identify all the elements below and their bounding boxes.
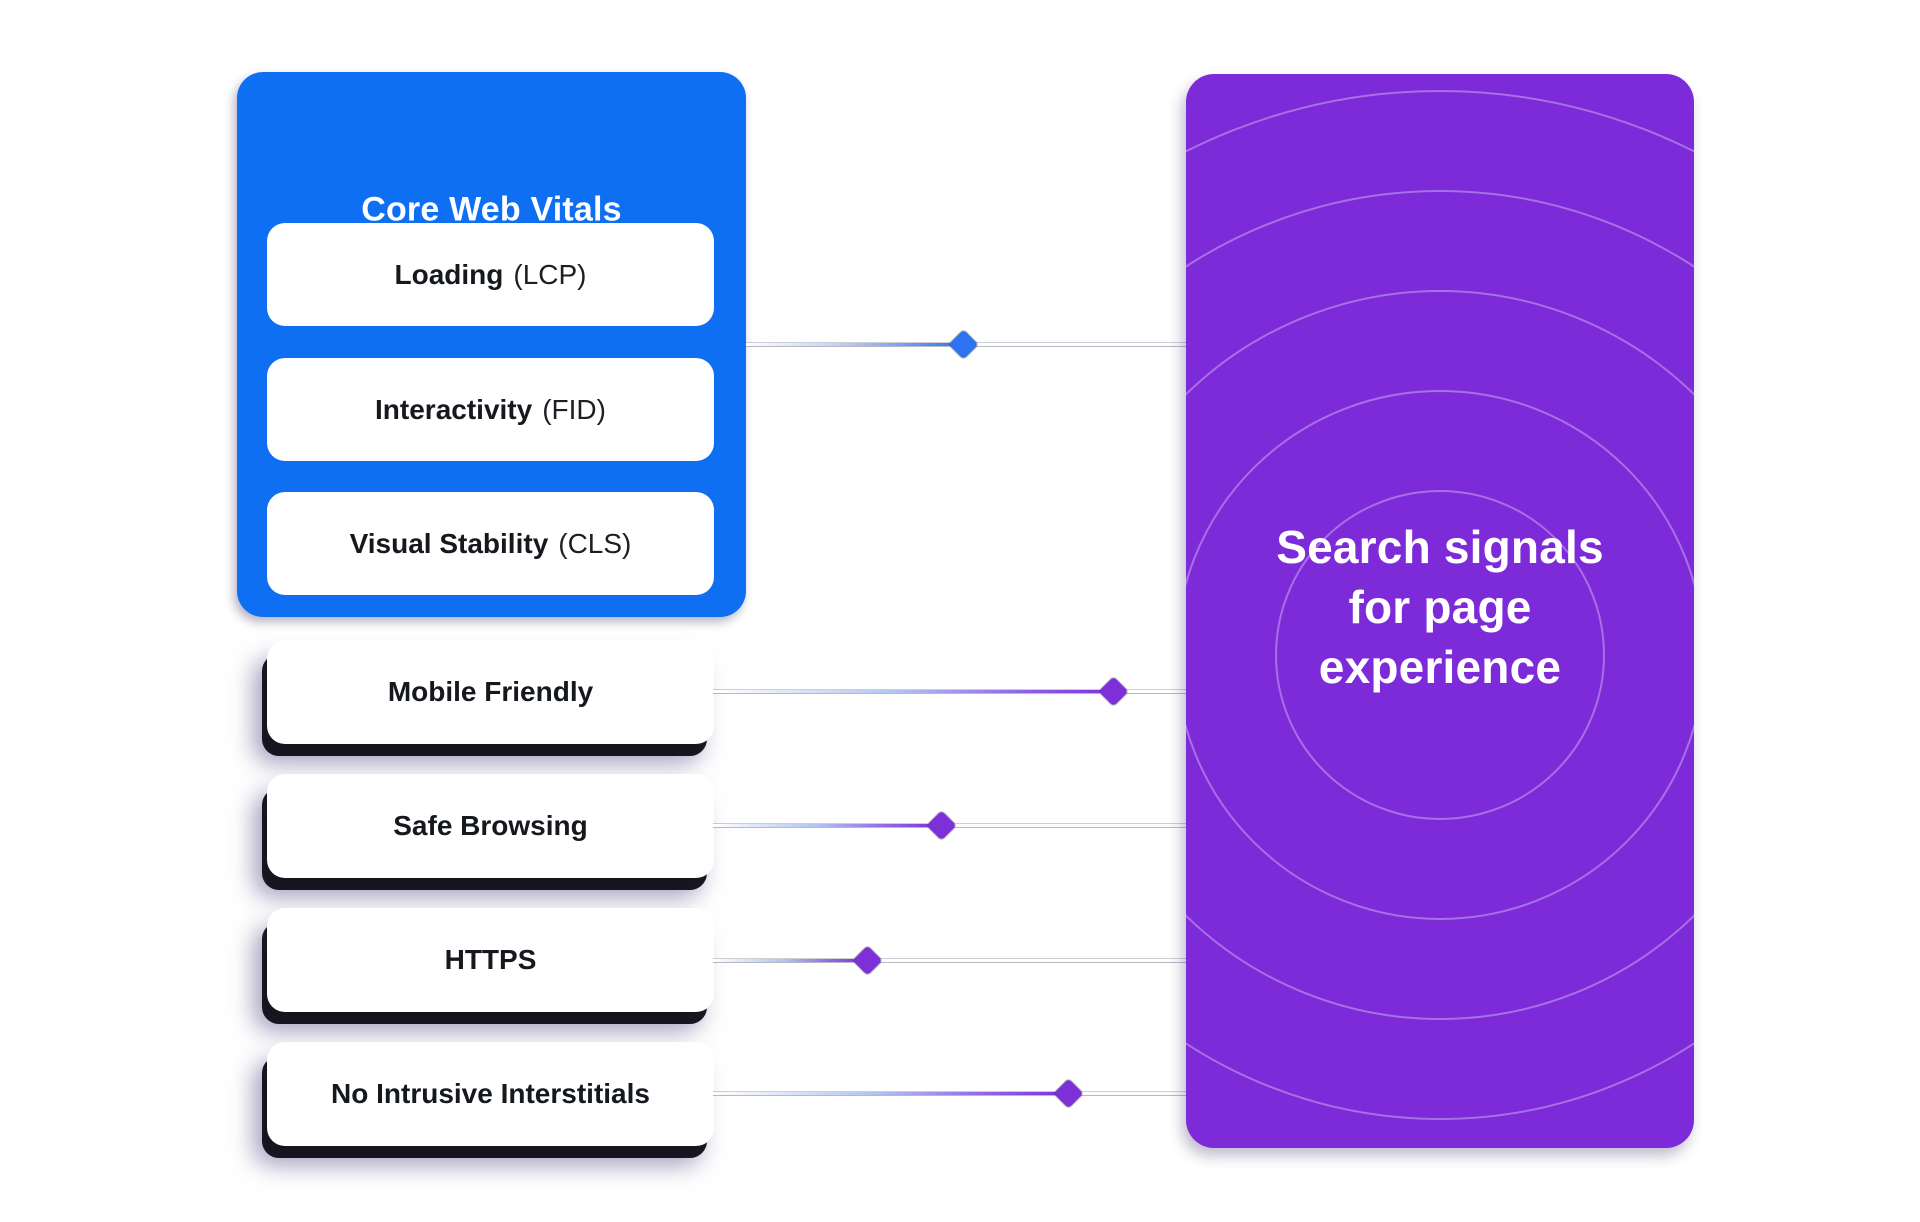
vital-label-abbrev: (FID) [542, 393, 606, 425]
core-web-vitals-title: Core Web Vitals [361, 190, 622, 229]
signal-box-https: HTTPS [267, 908, 714, 1012]
diamond-marker [1098, 676, 1129, 706]
core-web-vitals-card: Core Web Vitals Loading (LCP) Interactiv… [237, 72, 746, 617]
connector-line [963, 342, 1186, 346]
connector-safe-browsing [713, 810, 1186, 840]
vital-box-label: Visual Stability (CLS) [350, 528, 632, 560]
diamond-marker [948, 329, 979, 359]
search-signals-heading: Search signals for page experience [1186, 517, 1694, 697]
connector-mobile-friendly [713, 676, 1186, 706]
diamond-marker [926, 810, 957, 840]
signal-box-safe-browsing: Safe Browsing [267, 774, 714, 878]
vital-label-abbrev: (LCP) [513, 258, 587, 290]
vital-box-loading: Loading (LCP) [267, 223, 714, 326]
heading-line: Search signals [1276, 521, 1604, 573]
vital-box-label: Loading (LCP) [395, 259, 587, 291]
connector-line-gradient [713, 1091, 1068, 1095]
diamond-marker [852, 945, 883, 975]
signal-box-label: Safe Browsing [393, 810, 587, 842]
connector-no-intrusive-interstitials [713, 1078, 1186, 1108]
signal-label: Mobile Friendly [387, 676, 594, 707]
heading-line: experience [1318, 641, 1562, 693]
concentric-circle [1186, 90, 1694, 1148]
diamond-marker [1053, 1078, 1084, 1108]
vital-label-bold: Loading [394, 258, 504, 290]
signal-box-mobile-friendly: Mobile Friendly [267, 640, 714, 744]
connector-line-gradient [713, 958, 867, 962]
vital-label-bold: Visual Stability [349, 527, 549, 559]
search-signals-panel: Search signals for page experience [1186, 74, 1694, 1148]
connector-loading [746, 329, 1186, 359]
connector-line [1113, 689, 1186, 693]
signal-box-label: Mobile Friendly [388, 676, 593, 708]
heading-line: for page [1348, 581, 1532, 633]
connector-line-gradient [713, 689, 1113, 693]
connector-https [713, 945, 1186, 975]
vital-box-visual-stability: Visual Stability (CLS) [267, 492, 714, 595]
connector-line [867, 958, 1186, 962]
connector-line-gradient [746, 342, 963, 346]
connector-line-gradient [713, 823, 941, 827]
connector-line [1068, 1091, 1186, 1095]
vital-label-abbrev: (CLS) [558, 527, 632, 559]
signal-label: Safe Browsing [393, 810, 588, 841]
signal-label: No Intrusive Interstitials [331, 1078, 650, 1109]
connector-line [941, 823, 1186, 827]
signal-box-label: HTTPS [445, 944, 537, 976]
vital-box-interactivity: Interactivity (FID) [267, 358, 714, 461]
signal-box-label: No Intrusive Interstitials [331, 1078, 650, 1110]
signal-label: HTTPS [444, 944, 537, 975]
vital-box-label: Interactivity (FID) [375, 394, 606, 426]
signal-box-no-intrusive-interstitials: No Intrusive Interstitials [267, 1042, 714, 1146]
vital-label-bold: Interactivity [375, 393, 533, 425]
